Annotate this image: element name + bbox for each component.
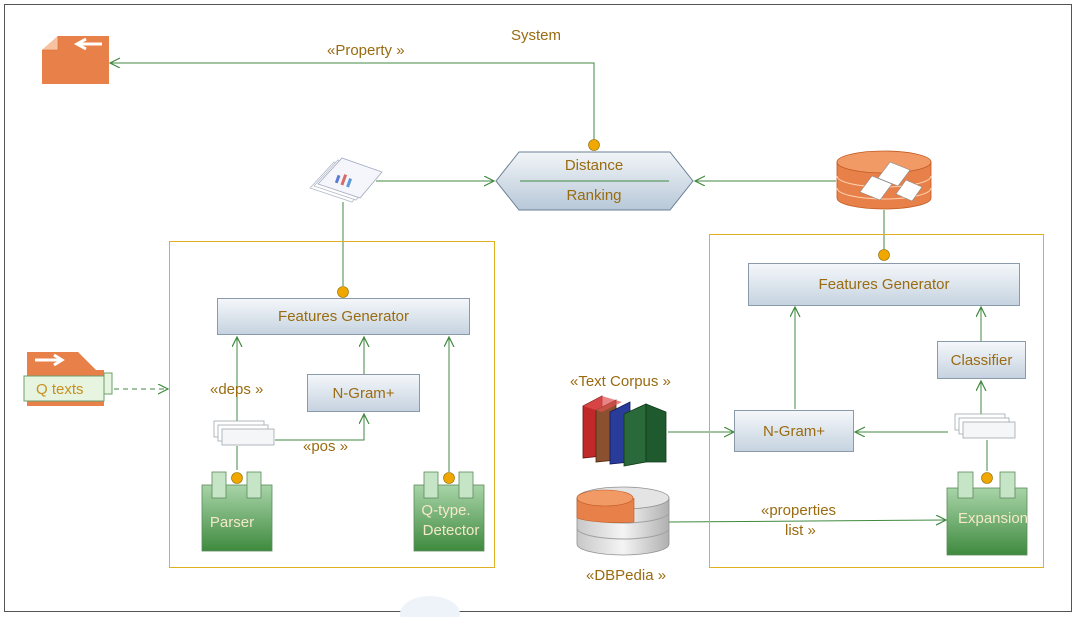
text-corpus-label: «Text Corpus » (570, 373, 671, 390)
properties-list-label-line2: list » (785, 522, 816, 539)
pos-label: «pos » (303, 438, 349, 455)
distance-label: Distance (564, 157, 624, 174)
right-ngram-box[interactable]: N-Gram+ (734, 410, 854, 452)
qtype-label-line1: Q-type. (421, 502, 471, 519)
dbpedia-label: «DBPedia » (586, 567, 667, 584)
left-ngram-box[interactable]: N-Gram+ (307, 374, 420, 412)
database-grey-icon (576, 486, 670, 556)
property-link (110, 63, 600, 151)
left-panel-region (169, 241, 495, 568)
parser-label: Parser (209, 514, 255, 531)
ranking-label: Ranking (566, 187, 622, 204)
database-orange-icon (836, 150, 932, 210)
dbpedia-to-expansion-link (667, 520, 946, 522)
document-stack-icon (309, 157, 383, 203)
right-fg-port (878, 249, 890, 261)
deps-label: «deps » (210, 381, 264, 398)
distance-port (588, 139, 600, 151)
left-fg-port (337, 286, 349, 298)
expansion-label: Expansion (957, 510, 1029, 527)
qtype-detector-component[interactable] (413, 471, 485, 552)
faint-circle-decoration (400, 596, 460, 617)
send-icon (23, 352, 113, 406)
diagram-frame (4, 4, 1072, 612)
distance-ranking-node[interactable] (495, 151, 694, 211)
left-features-generator[interactable]: Features Generator (217, 298, 470, 335)
properties-list-label-line1: «properties (761, 502, 837, 519)
parser-component[interactable] (201, 471, 273, 552)
right-panel-region (709, 234, 1044, 568)
pos-link (275, 414, 364, 441)
q-texts-label: Q texts (36, 381, 84, 398)
document-stack-small-right-icon (954, 413, 1016, 439)
system-title: System (511, 27, 562, 44)
document-stack-small-icon (213, 420, 275, 446)
qtype-label-line2: Detector (422, 522, 480, 539)
classifier-box[interactable]: Classifier (937, 341, 1026, 379)
books-icon (582, 395, 667, 467)
expansion-component[interactable] (946, 471, 1028, 556)
property-label: «Property » (327, 42, 405, 59)
return-icon (42, 36, 109, 84)
right-features-generator[interactable]: Features Generator (748, 263, 1020, 306)
